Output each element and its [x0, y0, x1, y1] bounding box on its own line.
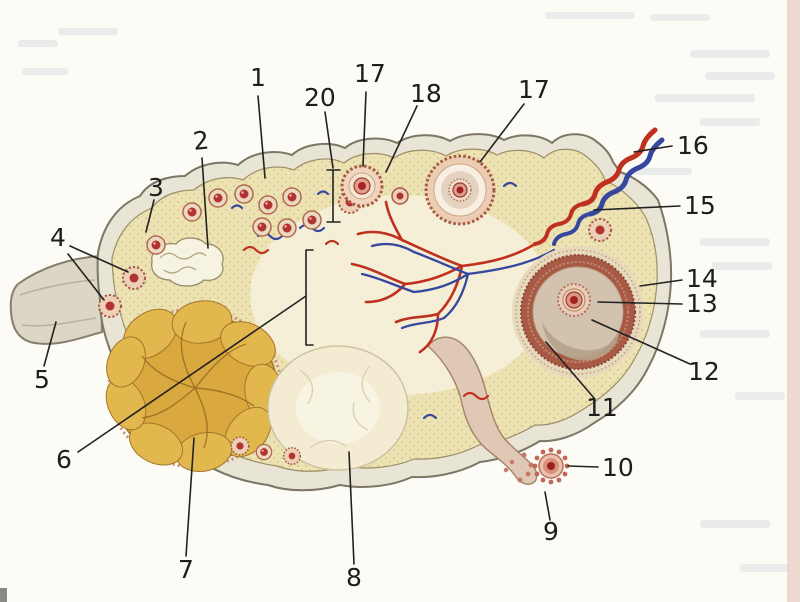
leader-line-13 [597, 301, 683, 305]
leader-line-1 [257, 95, 266, 179]
mature-follicle [512, 246, 644, 378]
leader-line-4a [69, 245, 129, 273]
corpus-luteum [105, 300, 284, 472]
leader-line-12 [591, 319, 691, 365]
label-8: 8 [346, 563, 362, 592]
label-3: 3 [148, 173, 164, 202]
ovarian-ligament [9, 254, 104, 345]
label-9: 9 [543, 517, 559, 546]
ovulated-oocyte [532, 447, 570, 485]
label-14: 14 [686, 264, 718, 293]
leader-line-7 [185, 437, 195, 557]
label-13: 13 [686, 289, 718, 318]
label-12: 12 [688, 357, 720, 386]
leader-line-6 [77, 295, 307, 453]
secondary-follicle [340, 164, 409, 208]
leader-line-15 [593, 205, 681, 211]
label-15: 15 [684, 191, 716, 220]
label-18: 18 [410, 79, 442, 108]
leader-line-3 [145, 199, 155, 233]
atretic-follicle-body [151, 237, 224, 287]
bracket-20 [326, 169, 341, 223]
scan-corner-mark [0, 588, 7, 602]
label-7: 7 [178, 555, 194, 584]
leader-line-17b [479, 103, 525, 163]
corona-radiata-cells [532, 447, 570, 485]
leader-line-4b [67, 253, 105, 301]
label-17-left: 17 [354, 59, 386, 88]
oocyte-in-follicle [557, 283, 591, 317]
ovulation-stalk [426, 336, 538, 485]
label-6: 6 [56, 445, 72, 474]
leader-line-10 [567, 465, 599, 468]
antral-follicle [424, 154, 496, 226]
ovary-medulla [250, 195, 550, 395]
label-2: 2 [192, 125, 211, 156]
hilum-vessels [533, 127, 665, 246]
number-labels: 1 2 3 4 5 6 7 8 9 10 11 12 13 14 15 16 1… [34, 59, 720, 592]
label-20: 20 [304, 83, 336, 112]
leader-line-9 [544, 491, 551, 521]
page-edge-strip [787, 0, 800, 602]
label-16: 16 [677, 131, 709, 160]
leader-line-8 [348, 451, 355, 565]
hilum-vein [552, 137, 665, 246]
leader-lines [43, 91, 691, 565]
leader-line-11 [545, 341, 595, 399]
label-1: 1 [250, 63, 266, 92]
leader-line-5 [43, 321, 57, 367]
label-5: 5 [34, 365, 50, 394]
hilum-artery [533, 127, 658, 246]
leader-line-16 [633, 145, 673, 153]
leader-line-17a [362, 91, 367, 167]
leader-line-20 [324, 111, 334, 169]
corpus-albicans [267, 345, 409, 471]
label-17-right: 17 [518, 75, 550, 104]
leader-line-2 [201, 157, 209, 249]
label-10: 10 [602, 453, 634, 482]
label-11: 11 [586, 393, 618, 422]
leader-line-14 [639, 279, 683, 287]
leader-line-18 [385, 105, 418, 173]
bracket-6 [305, 249, 314, 346]
label-4: 4 [50, 223, 66, 252]
page-bleedthrough-marks [18, 12, 790, 572]
